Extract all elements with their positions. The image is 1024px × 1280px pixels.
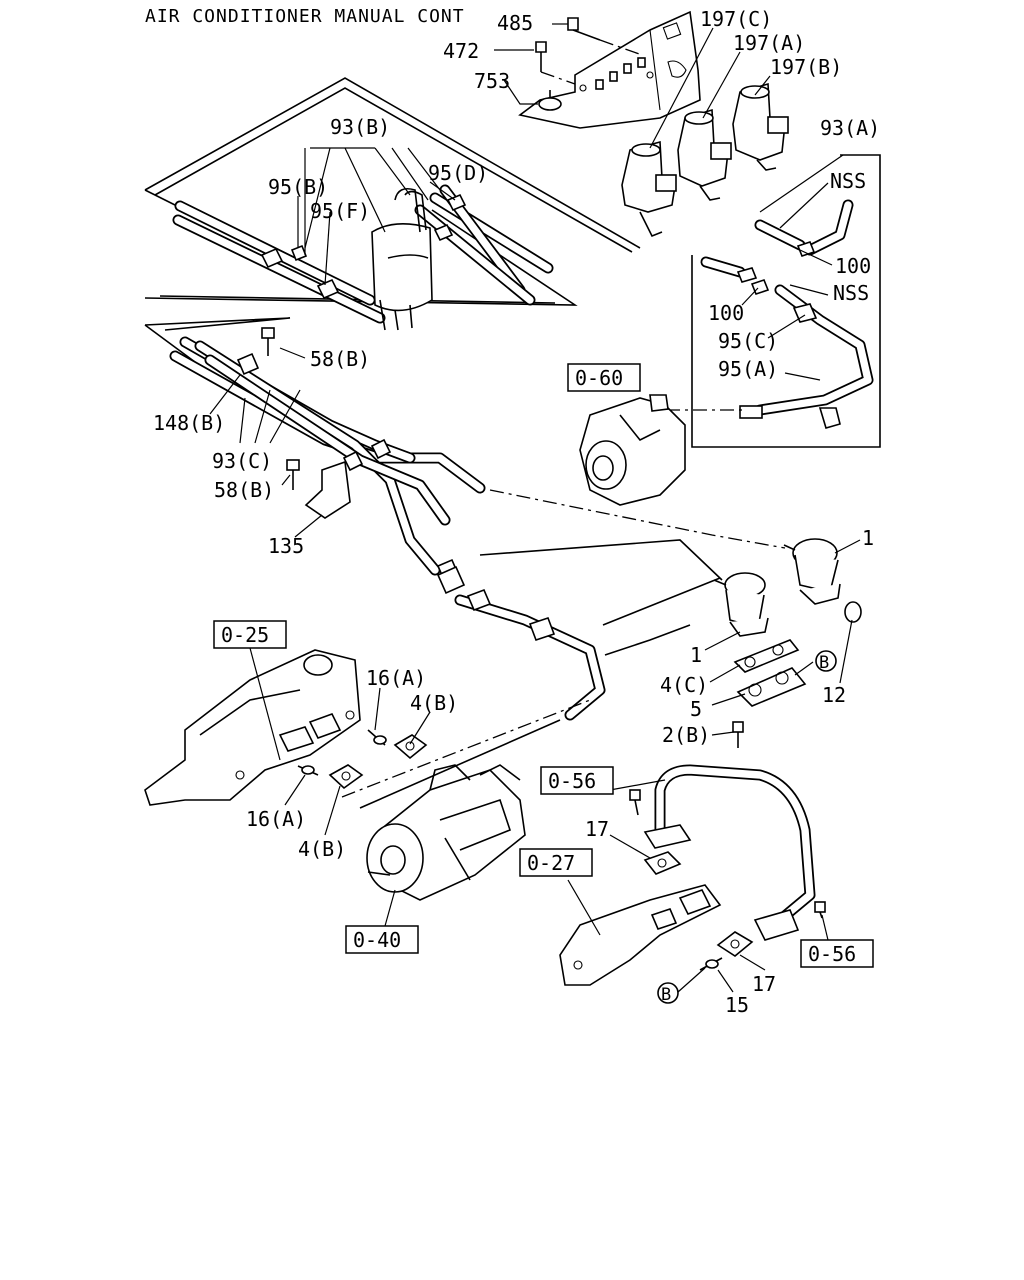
egr-gaskets	[733, 639, 807, 707]
gasket-4b-upper	[393, 734, 428, 760]
label-5: 5	[690, 697, 702, 721]
egr-valve-lower	[713, 572, 769, 637]
bolt-58b-lower	[286, 459, 300, 490]
gasket-17-lower	[716, 931, 754, 957]
bolt-top-056	[629, 789, 641, 816]
stud-16a-upper	[367, 729, 387, 746]
label-197a: 197(A)	[733, 31, 805, 55]
label-148b: 148(B)	[153, 411, 225, 435]
label-4b-lower: 4(B)	[298, 837, 346, 861]
nut-753	[538, 90, 562, 111]
ref-box-0-56-top: 0-56	[540, 766, 614, 795]
svg-text:0-56: 0-56	[808, 942, 856, 966]
svg-text:0-60: 0-60	[575, 366, 623, 390]
label-197b: 197(B)	[770, 55, 842, 79]
hose-group-93a	[691, 154, 881, 448]
label-16a-upper: 16(A)	[366, 666, 426, 690]
label-93a: 93(A)	[820, 116, 880, 140]
label-17-lower: 17	[752, 972, 776, 996]
label-95b: 95(B)	[268, 175, 328, 199]
label-58b-upper: 58(B)	[310, 347, 370, 371]
stud-16a-lower	[297, 765, 319, 776]
label-4b-upper: 4(B)	[410, 691, 458, 715]
marker-b-upper: B	[815, 650, 837, 673]
label-1-lower: 1	[690, 643, 702, 667]
alternator	[579, 394, 686, 506]
vsv-197b	[732, 82, 789, 171]
ref-box-0-27: 0-27	[519, 848, 593, 877]
hose-harness-148b	[144, 317, 486, 582]
label-93b: 93(B)	[330, 115, 390, 139]
label-472: 472	[443, 39, 479, 63]
label-753: 753	[474, 69, 510, 93]
label-1-upper: 1	[862, 526, 874, 550]
label-95f: 95(F)	[310, 199, 370, 223]
label-135: 135	[268, 534, 304, 558]
hose-mid-run	[436, 565, 691, 721]
nut-12	[844, 601, 862, 623]
label-2b: 2(B)	[662, 723, 710, 747]
label-17-upper: 17	[585, 817, 609, 841]
svg-text:0-25: 0-25	[221, 623, 269, 647]
label-95d: 95(D)	[428, 161, 488, 185]
ref-box-0-40: 0-40	[345, 925, 419, 954]
ref-box-0-60: 0-60	[567, 363, 641, 392]
injection-pump	[366, 764, 526, 901]
label-nss-lower: NSS	[833, 281, 869, 305]
svg-text:0-27: 0-27	[527, 851, 575, 875]
manifold-left	[144, 649, 361, 806]
ref-box-0-56-right: 0-56	[800, 939, 874, 968]
bolt-right-056	[814, 901, 826, 919]
bolt-485	[567, 17, 643, 56]
label-95a: 95(A)	[718, 357, 778, 381]
label-nss-upper: NSS	[830, 169, 866, 193]
label-12: 12	[822, 683, 846, 707]
bolt-58b-upper	[261, 327, 275, 356]
ref-box-0-25: 0-25	[213, 620, 287, 649]
egr-valve-upper	[783, 538, 841, 605]
label-100-left: 100	[708, 301, 744, 325]
marker-b-lower: B	[657, 982, 679, 1005]
label-100-right: 100	[835, 254, 871, 278]
leader-lines	[209, 23, 861, 993]
svg-text:B: B	[661, 985, 671, 1005]
svg-text:0-40: 0-40	[353, 928, 401, 952]
callout-labels: 485 472 753 197(C) 197(A) 197(B) 93(B) 9…	[153, 7, 880, 1017]
label-93c: 93(C)	[212, 449, 272, 473]
label-485: 485	[497, 11, 533, 35]
hose-harness-93b	[144, 77, 641, 331]
bolt-472	[535, 41, 576, 85]
label-15: 15	[725, 993, 749, 1017]
svg-text:B: B	[819, 653, 829, 673]
label-58b-lower: 58(B)	[214, 478, 274, 502]
label-16a-lower: 16(A)	[246, 807, 306, 831]
vsv-197c	[621, 140, 677, 238]
vsv-197a	[677, 108, 732, 201]
diagram-title: AIR CONDITIONER MANUAL CONT	[145, 6, 465, 27]
svg-text:0-56: 0-56	[548, 769, 596, 793]
connector-lines	[341, 409, 786, 809]
bracket-135	[304, 460, 351, 519]
label-197c: 197(C)	[700, 7, 772, 31]
solenoid-bracket	[518, 10, 701, 129]
gasket-4b-lower	[328, 764, 364, 790]
bolt-2b	[732, 721, 744, 748]
label-4c: 4(C)	[660, 673, 708, 697]
label-95c: 95(C)	[718, 329, 778, 353]
manifold-right	[559, 884, 722, 986]
gasket-17-upper	[643, 851, 682, 875]
bolt-15	[699, 957, 723, 971]
